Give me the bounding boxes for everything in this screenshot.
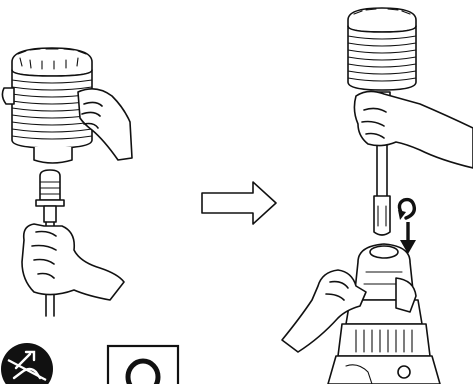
core-bit-right [348,8,416,90]
rotate-symbol-icon [108,346,178,384]
twist-rotate-arrow-icon [398,200,414,220]
unplug-power-icon [1,343,53,384]
step-arrow-icon [202,182,276,224]
hand-right-top [354,91,473,168]
drill-chuck [328,244,440,384]
hand-left-bottom [22,224,124,300]
